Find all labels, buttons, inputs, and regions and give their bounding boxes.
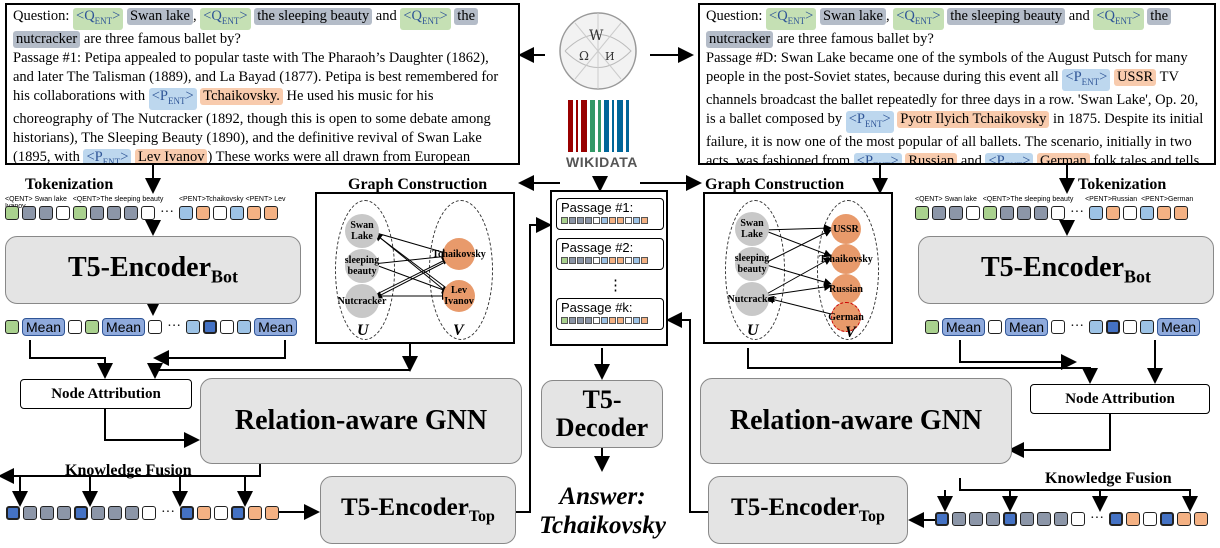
knowledge-fusion-label-left: Knowledge Fusion bbox=[65, 462, 192, 479]
entity-sleeping-beauty: the sleeping beauty bbox=[254, 8, 373, 25]
entity-pyotr-tchaikovsky: Pyotr Ilyich Tchaikovsky bbox=[897, 110, 1050, 128]
fusion-tokens-right: ··· bbox=[935, 512, 1208, 526]
p-ent-token: <PENT> bbox=[83, 148, 132, 163]
graph-construction-label-left: Graph Construction bbox=[348, 176, 488, 193]
wikidata-barcode-icon bbox=[566, 100, 632, 152]
node-russian: Russian bbox=[829, 274, 863, 304]
entity-german: German bbox=[1037, 152, 1090, 163]
passage-item-2: Passage #2: bbox=[556, 238, 664, 270]
answer-output: Answer: Tchaikovsky bbox=[530, 482, 675, 540]
entity-nutcracker: nutcracker bbox=[13, 30, 81, 48]
node-tchaikovsky: Tchaikovsky bbox=[432, 238, 486, 270]
graph-box-right: Swan Lake sleeping beauty Nutcracker USS… bbox=[703, 192, 893, 344]
answer-label: Answer: bbox=[559, 483, 646, 510]
svg-text:Ω: Ω bbox=[579, 49, 589, 63]
entity-swan-lake: Swan lake bbox=[126, 8, 193, 25]
node-tchaikovsky: Tchaikovsky bbox=[819, 244, 873, 274]
right-question-passage-box: Question: <QENT> Swan lake, <QENT> the s… bbox=[698, 3, 1216, 165]
relation-aware-gnn-right: Relation-aware GNN bbox=[700, 378, 1012, 464]
node-sleeping-beauty: sleeping beauty bbox=[345, 249, 379, 283]
t5-encoder-top-left: T5-EncoderTop bbox=[320, 476, 516, 544]
passage-d-text: Passage #D: Swan Lake became one of the … bbox=[706, 49, 1188, 85]
q-ent-token: <QENT> bbox=[400, 8, 451, 30]
node-swan-lake: Swan Lake bbox=[345, 214, 379, 248]
node-sleeping-beauty: sleeping beauty bbox=[735, 247, 769, 281]
entity-tchaikovsky: Tchaikovsky. bbox=[200, 87, 283, 105]
node-attribution-left: Node Attribution bbox=[20, 379, 192, 409]
v-label: V bbox=[845, 324, 856, 341]
passage-item-1: Passage #1: bbox=[556, 198, 664, 230]
p-ent-token: <PENT> bbox=[148, 87, 197, 110]
svg-text:И: И bbox=[605, 50, 615, 63]
node-nutcracker: Nutcracker bbox=[338, 284, 386, 318]
entity-lev-ivanov: Lev Ivanov bbox=[135, 148, 208, 163]
t5-encoder-bot-left: T5-EncoderBot bbox=[5, 236, 301, 304]
q-ent-token: <QENT> bbox=[73, 8, 124, 30]
svg-text:W: W bbox=[589, 28, 604, 44]
node-lev-ivanov: Lev Ivanov bbox=[443, 280, 475, 312]
passages-stack: Passage #1: Passage #2: ⋮ Passage #k: bbox=[550, 190, 668, 346]
t5-encoder-top-right: T5-EncoderTop bbox=[708, 476, 908, 544]
entity-russian: Russian bbox=[905, 152, 958, 163]
passage-1-text: Passage #1: Petipa appealed to popular t… bbox=[13, 49, 499, 104]
wikidata-label: WIKIDATA bbox=[566, 154, 638, 170]
node-swan-lake: Swan Lake bbox=[735, 212, 769, 246]
knowledge-fusion-label-right: Knowledge Fusion bbox=[1045, 470, 1172, 487]
token-labels-right: <QENT> Swan lake <QENT>The sleeping beau… bbox=[915, 196, 1194, 203]
tokenization-label-right: Tokenization bbox=[1078, 176, 1167, 193]
entity-ussr: USSR bbox=[1113, 68, 1157, 86]
v-label: V bbox=[453, 322, 464, 339]
q-ent-token: <QENT> bbox=[200, 8, 251, 30]
u-label: U bbox=[747, 322, 759, 339]
t5-encoder-bot-right: T5-EncoderBot bbox=[918, 236, 1214, 304]
passage-item-k: Passage #k: bbox=[556, 298, 664, 330]
node-ussr: USSR bbox=[831, 214, 861, 244]
u-label: U bbox=[357, 322, 369, 339]
token-row-left: ··· bbox=[5, 206, 278, 220]
graph-box-left: Swan Lake sleeping beauty Nutcracker Tch… bbox=[315, 192, 515, 344]
node-nutcracker: Nutcracker bbox=[728, 282, 776, 316]
graph-construction-label-right: Graph Construction bbox=[705, 176, 845, 193]
mean-pooling-row-left: Mean Mean ··· Mean bbox=[5, 318, 298, 336]
node-german: German bbox=[828, 302, 864, 332]
node-attribution-right: Node Attribution bbox=[1030, 384, 1210, 414]
passage-ellipsis: ⋮ bbox=[608, 278, 623, 294]
relation-aware-gnn-left: Relation-aware GNN bbox=[200, 378, 522, 464]
answer-value: Tchaikovsky bbox=[539, 512, 666, 539]
token-row-right: ··· bbox=[915, 206, 1188, 220]
t5-decoder: T5- Decoder bbox=[541, 380, 663, 448]
wikipedia-globe-icon: W Ω И bbox=[555, 8, 641, 94]
question-label: Question: bbox=[13, 8, 74, 24]
tokenization-label-left: Tokenization bbox=[25, 176, 114, 193]
fusion-tokens-left: ··· bbox=[6, 506, 279, 520]
left-question-passage-box: Question: <QENT> Swan lake, <QENT> the s… bbox=[5, 3, 520, 165]
mean-pooling-row-right: Mean Mean ··· Mean bbox=[925, 318, 1201, 336]
